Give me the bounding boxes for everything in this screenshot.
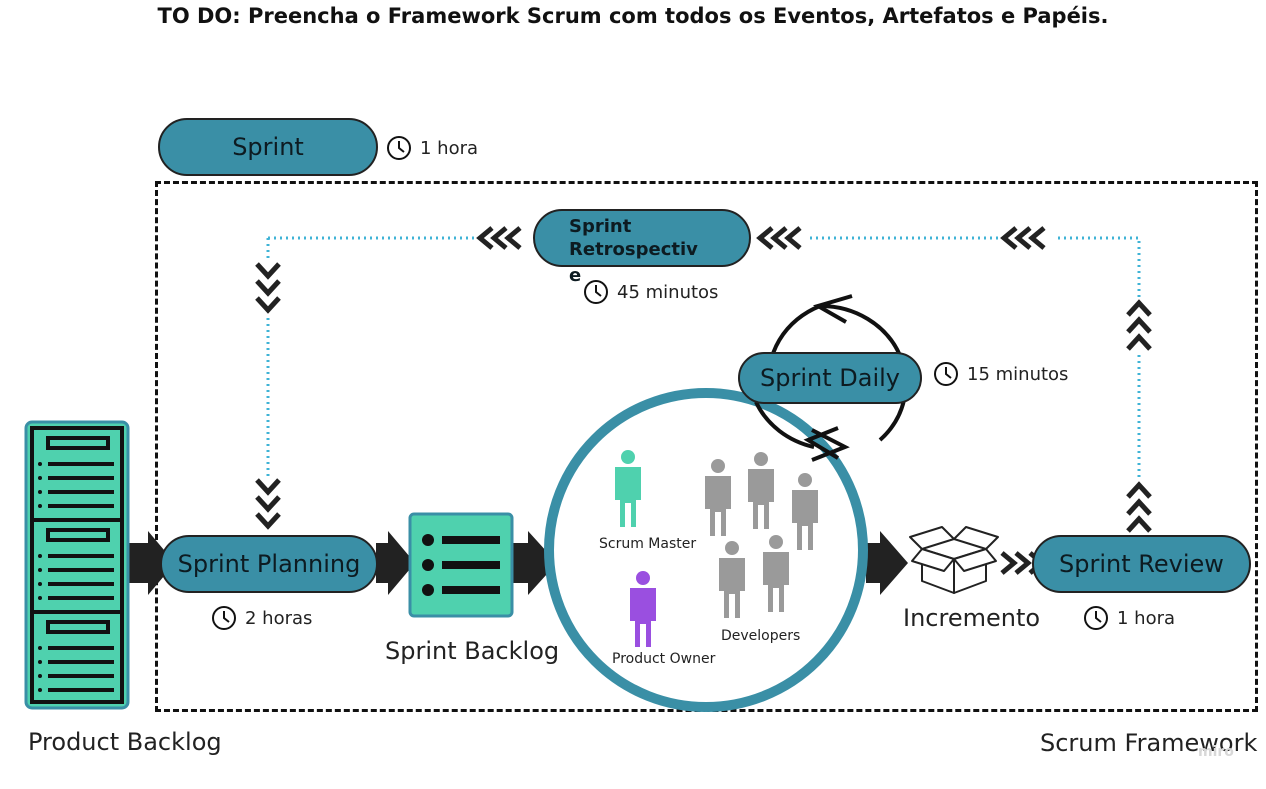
chevrons-left-1 [476, 226, 522, 250]
sprint-pill: Sprint [158, 118, 378, 176]
chevrons-left-3 [1000, 226, 1046, 250]
retrospective-label-line3: e [569, 265, 582, 286]
chevrons-down-2 [255, 478, 281, 530]
planning-duration-text: 2 horas [245, 607, 313, 629]
sprint-duration-text: 1 hora [420, 137, 479, 159]
sprint-label: Sprint [232, 133, 304, 161]
daily-duration-text: 15 minutos [967, 363, 1069, 385]
planning-duration: 2 horas [211, 605, 312, 631]
review-label: Sprint Review [1059, 550, 1224, 578]
clock-icon [584, 280, 608, 304]
planning-label: Sprint Planning [177, 550, 361, 578]
chevrons-down-1 [255, 262, 281, 314]
clock-icon [387, 136, 411, 160]
sprint-duration: 1 hora [386, 135, 478, 161]
product-backlog-icon [24, 420, 130, 710]
arrow-sprintbacklog-team [513, 531, 557, 595]
sprint-retrospective-pill: Sprint Retrospectiv [533, 209, 751, 267]
product-backlog-label: Product Backlog [28, 728, 222, 756]
product-owner-icon [630, 571, 656, 647]
arrow-backlog-planning [128, 531, 175, 595]
sprint-backlog-icon [408, 512, 514, 618]
chevrons-left-2 [756, 226, 802, 250]
arrow-team-increment [866, 531, 908, 595]
review-duration: 1 hora [1083, 605, 1175, 631]
scrum-master-label: Scrum Master [599, 536, 697, 552]
sprint-daily-pill: Sprint Daily [738, 352, 922, 404]
team-figures [615, 450, 818, 647]
retrospective-label-line1: Sprint [569, 216, 632, 237]
miro-watermark: miro [1198, 744, 1234, 760]
developers-icon [705, 452, 818, 618]
product-owner-label: Product Owner [612, 651, 716, 667]
chevrons-up-2 [1126, 481, 1152, 533]
increment-label: Incremento [903, 604, 1041, 632]
developers-label: Developers [721, 628, 801, 644]
increment-box-icon [909, 526, 999, 594]
daily-duration: 15 minutos [933, 361, 1068, 387]
clock-icon [212, 606, 236, 630]
review-duration-text: 1 hora [1117, 607, 1176, 629]
chevrons-up-1 [1126, 299, 1152, 351]
sprint-backlog-label: Sprint Backlog [385, 637, 560, 665]
sprint-planning-pill: Sprint Planning [160, 535, 378, 593]
scrum-framework-label: Scrum Framework [1040, 729, 1258, 757]
scrum-master-icon [615, 450, 641, 527]
sprint-review-pill: Sprint Review [1032, 535, 1251, 593]
page-title: TO DO: Preencha o Framework Scrum com to… [157, 4, 1109, 28]
retrospective-duration-text: 45 minutos [617, 281, 719, 303]
clock-icon [934, 362, 958, 386]
arrow-planning-sprintbacklog [376, 531, 415, 595]
retrospective-label-line2: Retrospectiv [569, 239, 698, 260]
retrospective-duration: 45 minutos [583, 279, 718, 305]
clock-icon [1084, 606, 1108, 630]
daily-label: Sprint Daily [760, 364, 900, 392]
